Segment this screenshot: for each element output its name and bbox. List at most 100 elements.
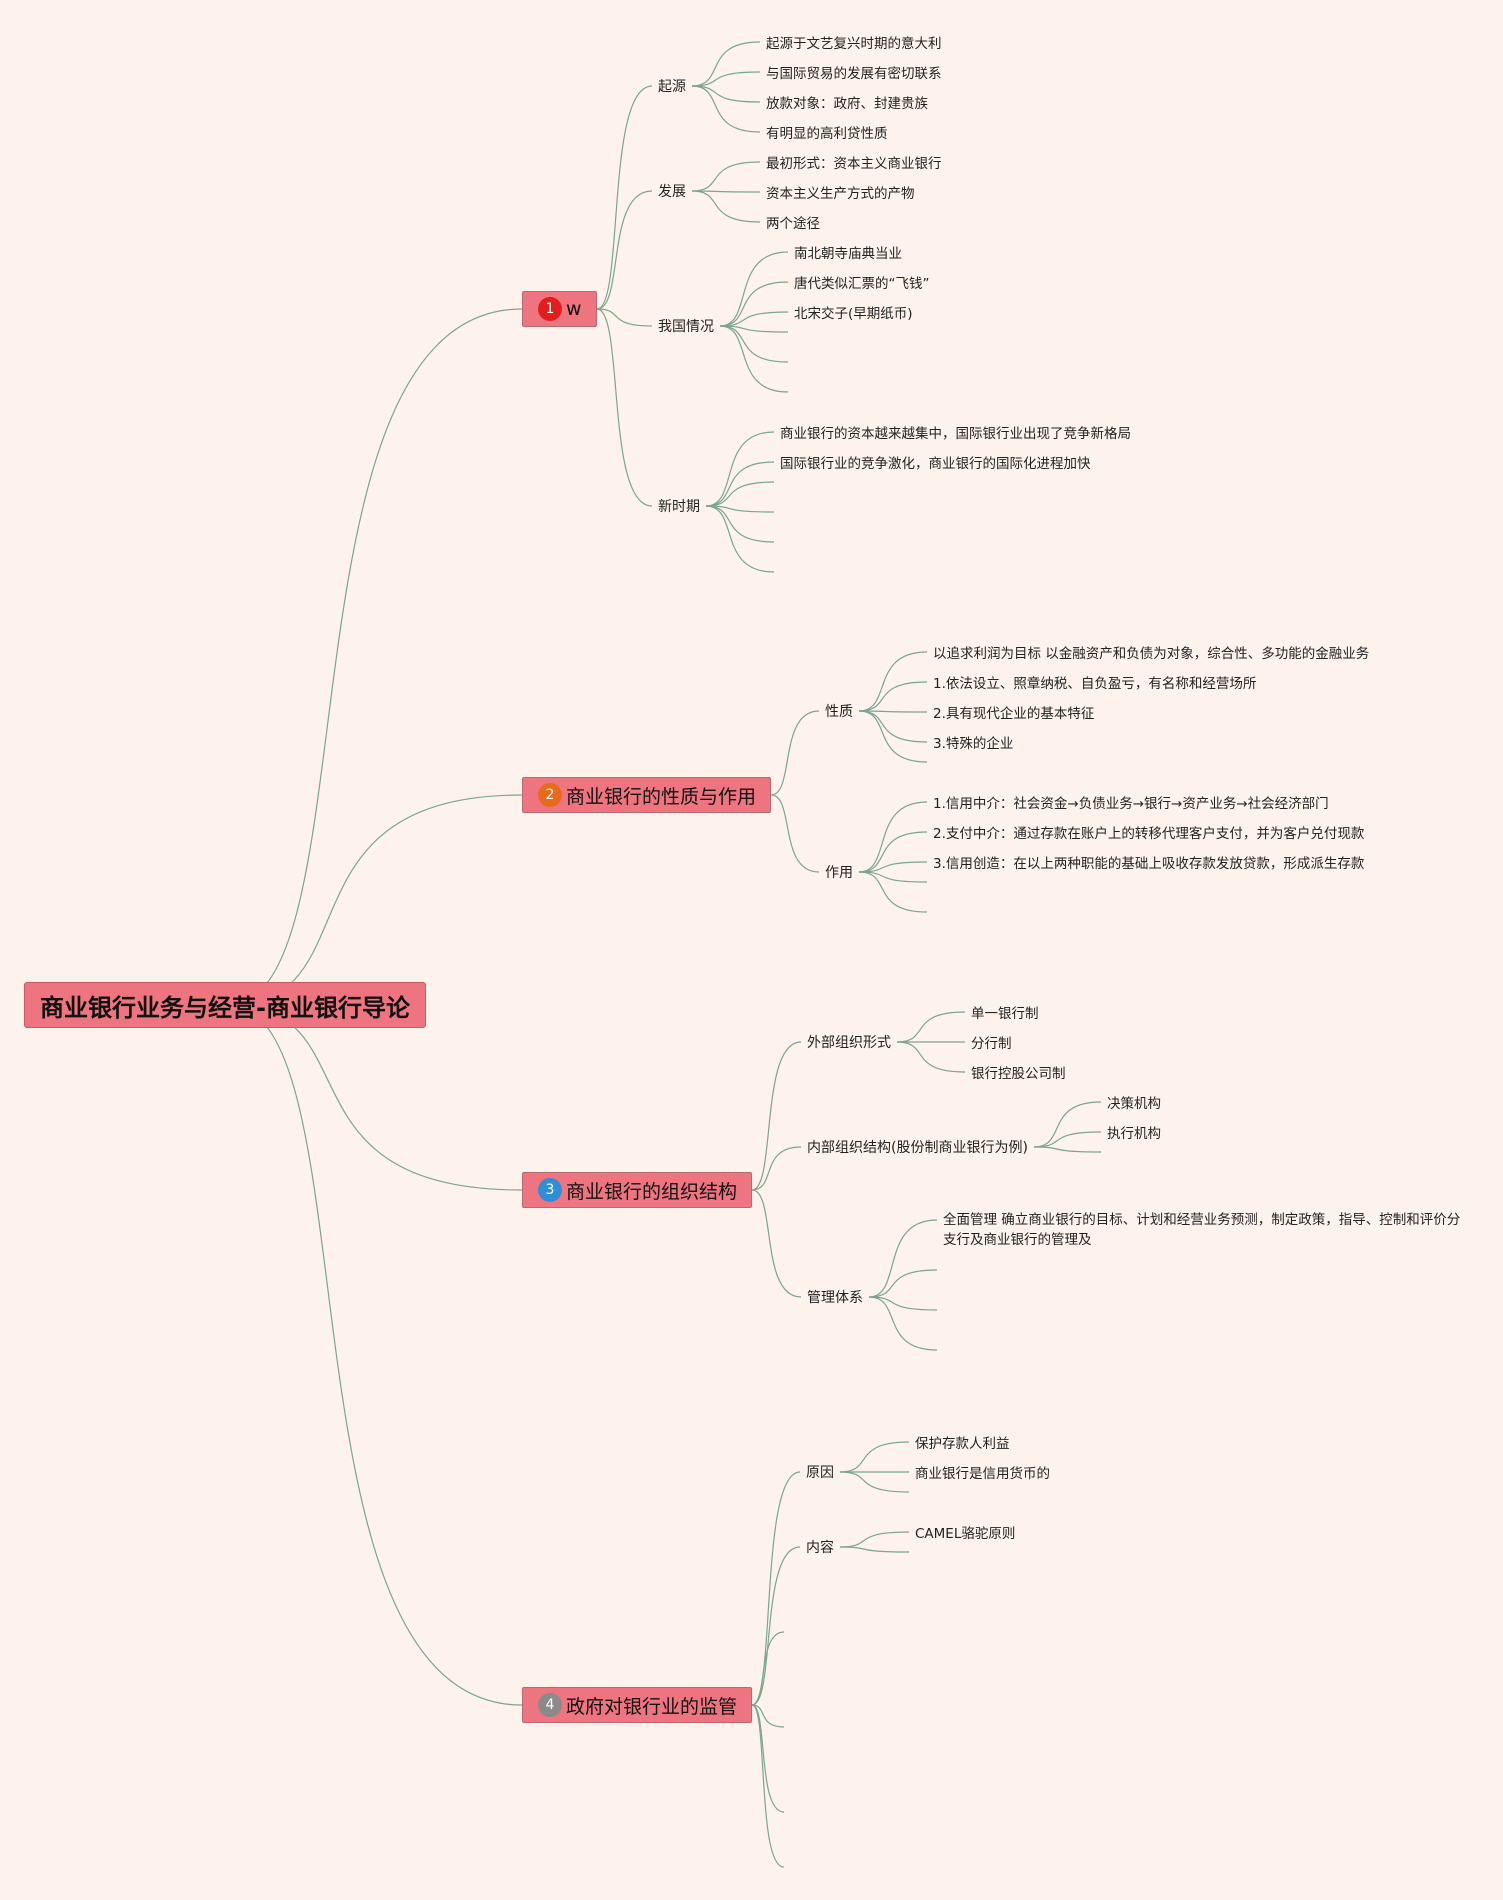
subtopic-reason[interactable]: 原因: [806, 1465, 834, 1481]
subtopic-to-leaf-line: [705, 431, 775, 507]
branch-topic-label: 政府对银行业的监管: [566, 1695, 738, 1718]
branch-to-subtopic-line: [751, 1041, 802, 1191]
subtopic-management-system[interactable]: 管理体系: [807, 1290, 863, 1306]
leaf-item[interactable]: 资本主义生产方式的产物: [766, 186, 915, 202]
subtopic-to-leaf-line: [858, 871, 928, 883]
leaf-item[interactable]: 1.信用中介：社会资金→负债业务→银行→资产业务→社会经济部门: [933, 796, 1329, 812]
leaf-item[interactable]: 最初形式：资本主义商业银行: [766, 156, 942, 172]
branch-to-subtopic-line: [770, 710, 820, 796]
root-topic[interactable]: 商业银行业务与经营-商业银行导论: [24, 982, 426, 1028]
leaf-item[interactable]: 银行控股公司制: [971, 1066, 1066, 1082]
subtopic-to-leaf-line: [705, 505, 775, 573]
branch-topic-label: 商业银行的性质与作用: [566, 785, 757, 808]
leaf-item[interactable]: 商业银行的资本越来越集中，国际银行业出现了竞争新格局: [780, 426, 1131, 442]
leaf-item[interactable]: 商业银行是信用货币的: [915, 1466, 1050, 1482]
subtopic-to-leaf-line: [858, 651, 928, 712]
subtopic-to-leaf-line: [839, 1471, 910, 1493]
subtopic-to-leaf-line: [1033, 1131, 1102, 1148]
leaf-item[interactable]: 国际银行业的竞争激化，商业银行的国际化进程加快: [780, 456, 1091, 472]
leaf-item[interactable]: 唐代类似汇票的“飞钱”: [794, 276, 930, 292]
leaf-item[interactable]: 放款对象：政府、封建贵族: [766, 96, 928, 112]
subtopic-to-leaf-line: [705, 505, 775, 543]
leaf-item[interactable]: 2.支付中介：通过存款在账户上的转移代理客户支付，并为客户兑付现款: [933, 826, 1365, 842]
branch-to-subtopic-line: [751, 1704, 785, 1868]
leaf-item[interactable]: 3.信用创造：在以上两种职能的基础上吸收存款发放贷款，形成派生存款: [933, 856, 1365, 872]
subtopic-to-leaf-line: [868, 1269, 938, 1298]
subtopic-to-leaf-line: [868, 1296, 938, 1351]
branch-to-subtopic-line: [596, 85, 653, 310]
branch-to-subtopic-line: [770, 794, 820, 873]
leaf-item[interactable]: 南北朝寺庙典当业: [794, 246, 902, 262]
root-to-branch-line: [227, 1004, 523, 1706]
leaf-item[interactable]: 有明显的高利贷性质: [766, 126, 888, 142]
branch-topic-label: 商业银行的组织结构: [566, 1180, 738, 1203]
subtopic-to-leaf-line: [691, 161, 761, 192]
subtopic-to-leaf-line: [1033, 1101, 1102, 1148]
subtopic-to-leaf-line: [705, 505, 775, 513]
subtopic-to-leaf-line: [705, 461, 775, 507]
subtopic-to-leaf-line: [858, 710, 928, 763]
subtopic-to-leaf-line: [868, 1219, 938, 1298]
leaf-item[interactable]: 北宋交子(早期纸币): [794, 306, 913, 322]
subtopic-to-leaf-line: [691, 41, 761, 87]
branch-to-subtopic-line: [751, 1189, 802, 1298]
branch-topic-label: w: [566, 298, 582, 320]
subtopic-to-leaf-line: [858, 831, 928, 873]
branch-to-subtopic-line: [751, 1631, 785, 1706]
subtopic-internal-organization[interactable]: 内部组织结构(股份制商业银行为例): [807, 1140, 1028, 1156]
leaf-item[interactable]: 决策机构: [1107, 1096, 1161, 1112]
subtopic-new-period[interactable]: 新时期: [658, 499, 700, 515]
leaf-item[interactable]: 分行制: [971, 1036, 1012, 1052]
leaf-item[interactable]: 3.特殊的企业: [933, 736, 1014, 752]
subtopic-function[interactable]: 作用: [825, 865, 853, 881]
subtopic-to-leaf-line: [858, 681, 928, 712]
subtopic-to-leaf-line: [1033, 1146, 1102, 1153]
subtopic-to-leaf-line: [719, 325, 789, 393]
subtopic-to-leaf-line: [858, 861, 928, 873]
branch-topic-2[interactable]: 2 商业银行的性质与作用: [522, 777, 772, 813]
subtopic-to-leaf-line: [691, 190, 761, 193]
leaf-item[interactable]: 单一银行制: [971, 1006, 1039, 1022]
number-3-icon: 3: [538, 1178, 562, 1202]
branch-to-subtopic-line: [751, 1704, 785, 1813]
subtopic-development[interactable]: 发展: [658, 184, 686, 200]
subtopic-to-leaf-line: [719, 325, 789, 363]
leaf-item[interactable]: 执行机构: [1107, 1126, 1161, 1142]
subtopic-to-leaf-line: [719, 281, 789, 327]
subtopic-to-leaf-line: [705, 481, 775, 507]
leaf-item[interactable]: CAMEL骆驼原则: [915, 1526, 1016, 1542]
subtopic-to-leaf-line: [868, 1296, 938, 1311]
branch-topic-4[interactable]: 4 政府对银行业的监管: [522, 1687, 753, 1723]
subtopic-to-leaf-line: [858, 710, 928, 713]
leaf-item[interactable]: 两个途径: [766, 216, 820, 232]
number-1-icon: 1: [538, 297, 562, 321]
number-2-icon: 2: [538, 783, 562, 807]
root-to-branch-line: [227, 308, 523, 1006]
subtopic-to-leaf-line: [839, 1531, 910, 1548]
subtopic-to-leaf-line: [858, 871, 928, 913]
branch-topic-3[interactable]: 3 商业银行的组织结构: [522, 1172, 753, 1208]
subtopic-to-leaf-line: [691, 190, 761, 223]
subtopic-to-leaf-line: [691, 85, 761, 133]
leaf-item[interactable]: 以追求利润为目标 以金融资产和负债为对象，综合性、多功能的金融业务: [933, 646, 1370, 662]
leaf-item[interactable]: 保护存款人利益: [915, 1436, 1010, 1452]
subtopic-external-organization[interactable]: 外部组织形式: [807, 1035, 891, 1051]
leaf-item[interactable]: 与国际贸易的发展有密切联系: [766, 66, 942, 82]
subtopic-to-leaf-line: [839, 1546, 910, 1553]
leaf-item[interactable]: 起源于文艺复兴时期的意大利: [766, 36, 942, 52]
subtopic-to-leaf-line: [858, 710, 928, 743]
leaf-item[interactable]: 1.依法设立、照章纳税、自负盈亏，有名称和经营场所: [933, 676, 1257, 692]
branch-to-subtopic-line: [596, 308, 653, 327]
branch-topic-1[interactable]: 1 w: [522, 291, 597, 327]
subtopic-origin[interactable]: 起源: [658, 79, 686, 95]
subtopic-china-situation[interactable]: 我国情况: [658, 319, 714, 335]
leaf-item[interactable]: 2.具有现代企业的基本特征: [933, 706, 1095, 722]
subtopic-to-leaf-line: [896, 1011, 966, 1043]
branch-to-subtopic-line: [751, 1704, 785, 1728]
subtopic-content[interactable]: 内容: [806, 1540, 834, 1556]
subtopic-nature[interactable]: 性质: [825, 704, 853, 720]
subtopic-to-leaf-line: [691, 85, 761, 103]
branch-to-subtopic-line: [751, 1146, 802, 1191]
leaf-item[interactable]: 全面管理 确立商业银行的目标、计划和经营业务预测，制定政策，指导、控制和评价分支…: [943, 1212, 1461, 1248]
